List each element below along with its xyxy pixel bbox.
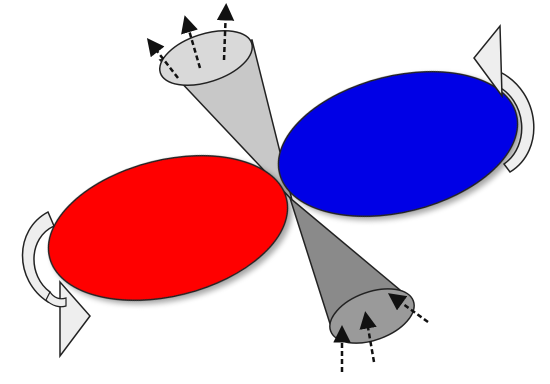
lower-cone (290, 198, 428, 372)
